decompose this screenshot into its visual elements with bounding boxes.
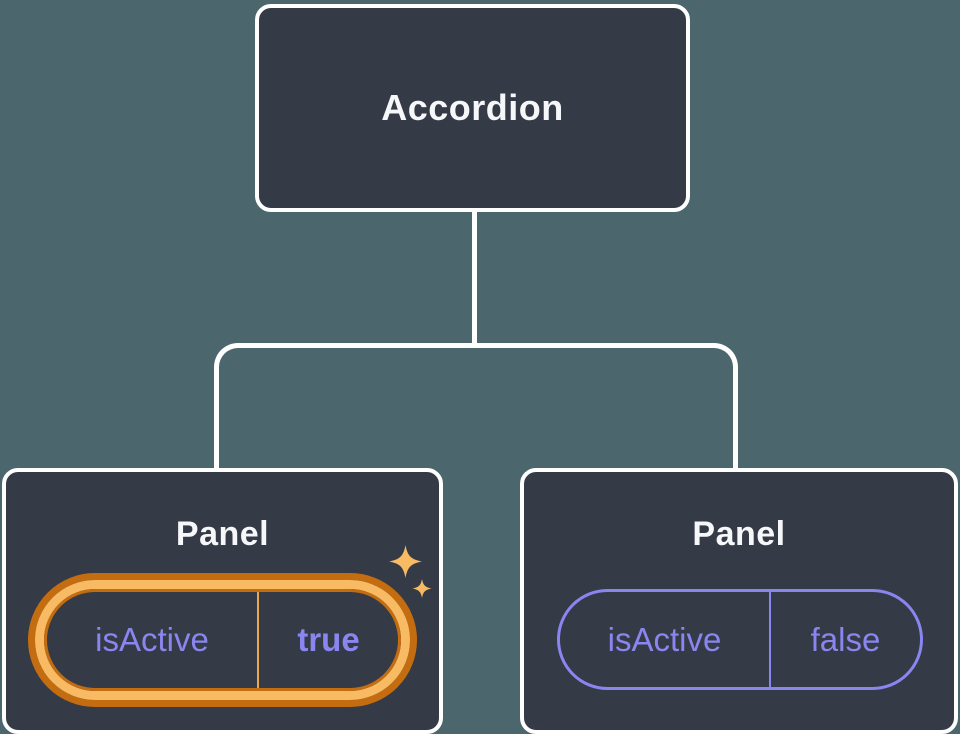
panel-node-inactive: Panel isActive false bbox=[520, 468, 958, 734]
panel-label: Panel bbox=[175, 515, 270, 553]
state-pill-active: isActive true bbox=[44, 589, 401, 691]
active-highlight-ring-inner: isActive true bbox=[35, 580, 410, 700]
connector-bracket bbox=[214, 343, 738, 469]
panel-label: Panel bbox=[692, 515, 786, 553]
active-highlight-ring: isActive true bbox=[28, 573, 417, 707]
sparkle-icon bbox=[412, 579, 432, 598]
sparkle-icon bbox=[389, 545, 422, 578]
panel-node-active: Panel isActive true bbox=[2, 468, 443, 734]
connector-stem bbox=[472, 210, 477, 346]
accordion-label: Accordion bbox=[381, 87, 564, 128]
state-value: false bbox=[810, 620, 881, 658]
state-key: isActive bbox=[560, 592, 771, 687]
state-pill-inactive: isActive false bbox=[557, 589, 923, 690]
state-value: true bbox=[297, 621, 360, 658]
state-key: isActive bbox=[47, 592, 259, 688]
accordion-node: Accordion bbox=[255, 4, 690, 212]
